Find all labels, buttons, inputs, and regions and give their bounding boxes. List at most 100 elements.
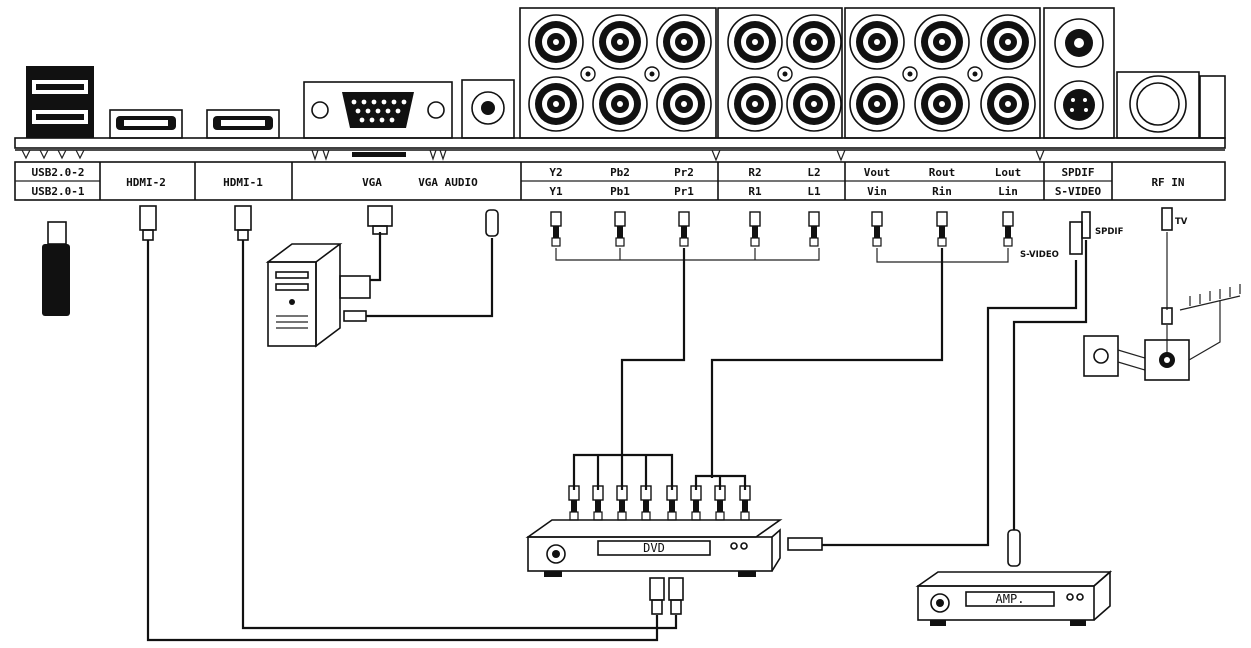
rca-jacks [528, 14, 1036, 132]
label-lout: Lout [995, 166, 1022, 179]
rca-plug [690, 485, 702, 521]
label-rin: Rin [932, 185, 952, 198]
rca-jack [849, 76, 905, 132]
rca-plug [592, 485, 604, 521]
rca-plug [808, 211, 820, 247]
component-cable [620, 248, 686, 455]
rca-jack [656, 76, 712, 132]
label-r1: R1 [748, 185, 762, 198]
connector-bay [14, 7, 1226, 162]
annotation-svideo: S-VIDEO [1020, 250, 1059, 260]
label-vga: VGA [362, 176, 382, 189]
rca-plug [739, 485, 751, 521]
rca-plug [1002, 211, 1014, 247]
label-l2: L2 [807, 166, 820, 179]
label-y1: Y1 [549, 185, 563, 198]
audio-rca-block [717, 7, 843, 139]
label-vin: Vin [867, 185, 887, 198]
dvd-svideo-plug [787, 537, 823, 551]
rca-jack [656, 14, 712, 70]
rca-jack [786, 76, 842, 132]
rca-jack [980, 76, 1036, 132]
label-svideo: S-VIDEO [1055, 185, 1102, 198]
label-usb1: USB2.0-1 [32, 185, 85, 198]
vga-audio-plug [485, 209, 499, 237]
pc-tower [265, 243, 371, 348]
rca-jack [528, 14, 584, 70]
rca-plug [714, 485, 726, 521]
svideo-plug [1069, 221, 1083, 255]
hdmi2-port [109, 109, 183, 139]
rca-plug [550, 211, 562, 247]
label-r2: R2 [748, 166, 761, 179]
amp-label: AMP. [996, 592, 1025, 606]
rca-jack [786, 14, 842, 70]
label-pb1: Pb1 [610, 185, 630, 198]
rca-jack [727, 76, 783, 132]
top-rca-plugs [550, 211, 1014, 247]
hdmi2-cable [146, 240, 659, 642]
usb-flash-drive [42, 221, 70, 316]
rca-plug [678, 211, 690, 247]
rca-plug [749, 211, 761, 247]
rca-jack [914, 76, 970, 132]
vga-pins-strip [352, 152, 406, 157]
rca-jack [528, 76, 584, 132]
rca-plug [666, 485, 678, 521]
rca-jack [914, 14, 970, 70]
panel-screw [902, 66, 918, 82]
usb-port-stack [26, 66, 94, 138]
rca-jack [592, 14, 648, 70]
label-vout: Vout [864, 166, 891, 179]
plugs [139, 205, 1173, 325]
annotation-spdif: SPDIF [1095, 227, 1124, 237]
rca-plug [871, 211, 883, 247]
vga-audio-cable [366, 238, 494, 318]
rca-jack [592, 76, 648, 132]
antenna [1083, 284, 1241, 381]
rca-jack [980, 14, 1036, 70]
rca-jack [849, 14, 905, 70]
av-rca-block [844, 7, 1041, 139]
av-cable [710, 248, 944, 478]
spdif-plug [1081, 211, 1091, 239]
rca-plug [616, 485, 628, 521]
rf-plug [1161, 207, 1173, 231]
panel-screw [580, 66, 596, 82]
vga-cable [370, 232, 382, 282]
label-pr1: Pr1 [674, 185, 694, 198]
component-rca-block [519, 7, 717, 139]
rca-plug [936, 211, 948, 247]
label-rf-in: RF IN [1151, 176, 1184, 189]
dvd-label: DVD [643, 541, 665, 555]
label-spdif: SPDIF [1061, 166, 1094, 179]
annotation-tv: TV [1175, 217, 1188, 227]
rca-plug [640, 485, 652, 521]
hdmi2-plug [139, 205, 157, 231]
rf-in-port [1116, 71, 1226, 139]
label-usb2: USB2.0-2 [32, 166, 85, 179]
amplifier: AMP. [915, 529, 1113, 626]
panel-screw [967, 66, 983, 82]
label-l1: L1 [807, 185, 821, 198]
spdif-svideo-block [1043, 7, 1115, 139]
vga-audio-jack [461, 79, 515, 139]
cables [146, 232, 1168, 642]
label-rout: Rout [929, 166, 956, 179]
label-vga-audio: VGA AUDIO [418, 176, 478, 189]
hdmi1-port [206, 109, 280, 139]
port-label-strip: USB2.0-2 USB2.0-1 HDMI-2 HDMI-1 VGA VGA … [14, 161, 1226, 201]
rca-jack [727, 14, 783, 70]
label-hdmi1: HDMI-1 [223, 176, 263, 189]
svideo-cable [822, 260, 1078, 547]
hdmi1-plug [234, 205, 252, 231]
dvd-rca-plugs [568, 485, 751, 521]
vga-port [303, 81, 453, 139]
label-y2: Y2 [549, 166, 562, 179]
label-lin: Lin [998, 185, 1018, 198]
dvd-player: DVD [525, 485, 823, 615]
label-hdmi2: HDMI-2 [126, 176, 166, 189]
vga-plug [367, 205, 393, 227]
spdif-cable [1012, 240, 1088, 530]
